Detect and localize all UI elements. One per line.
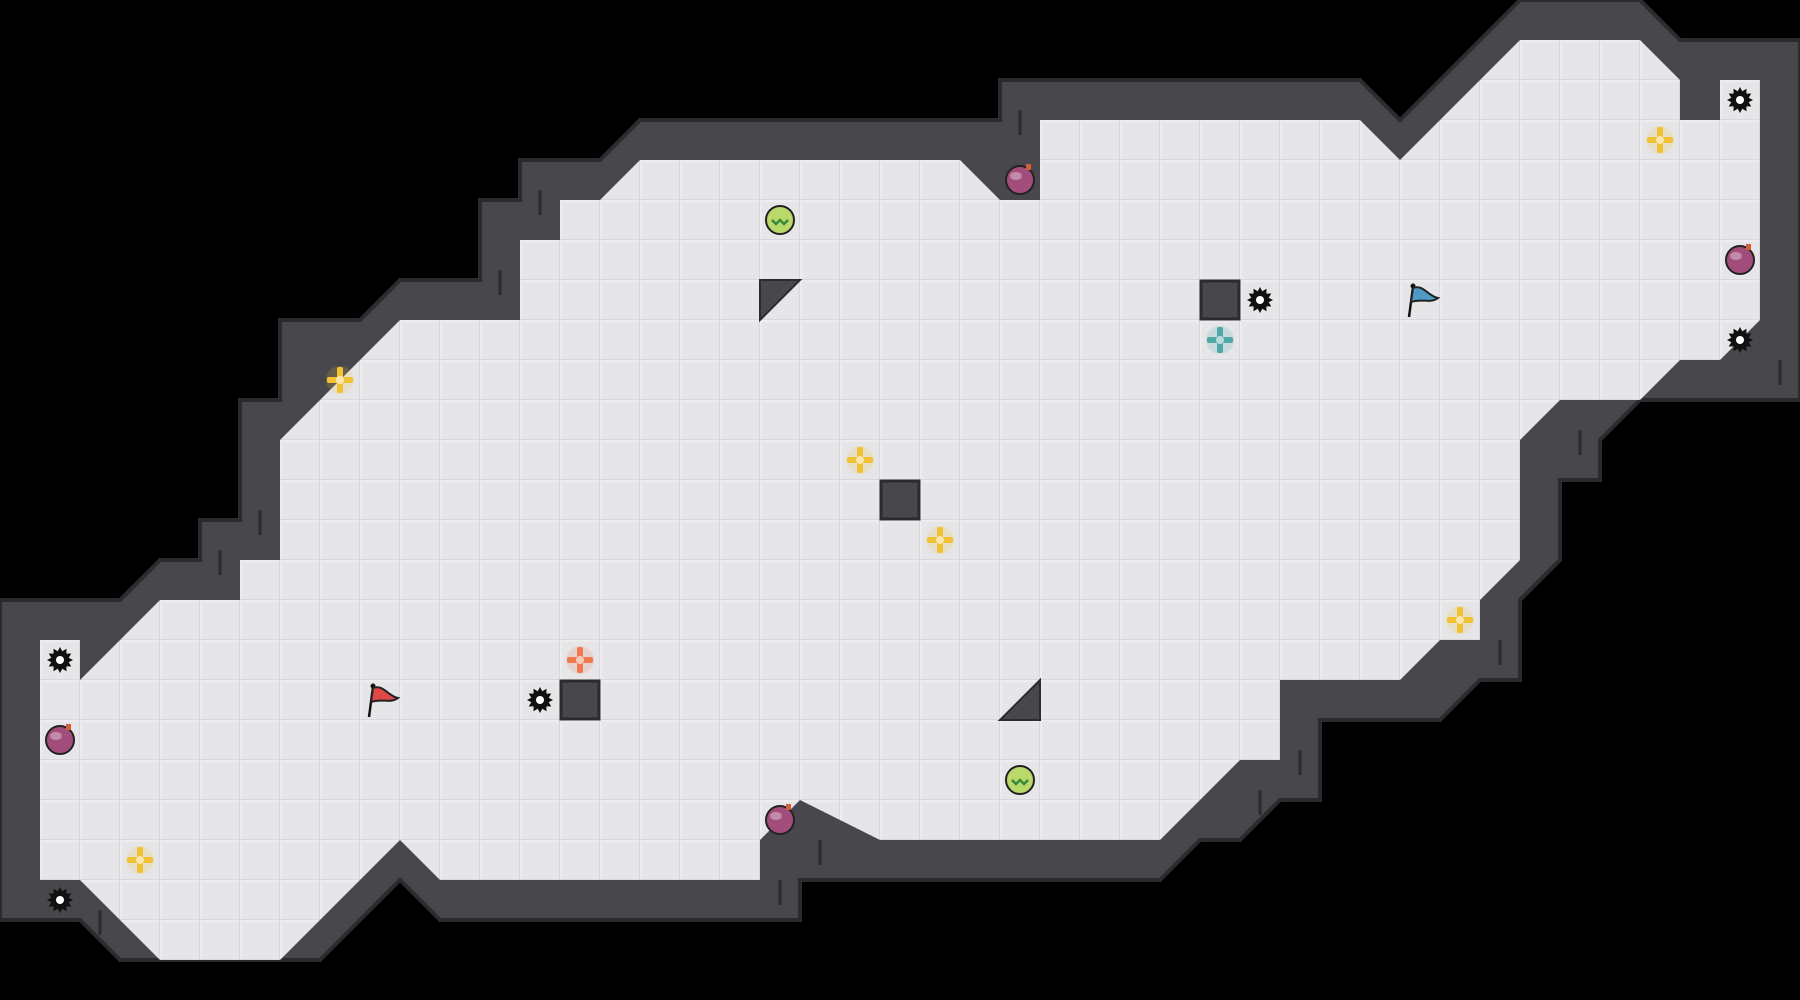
yellow-powerup-icon bbox=[126, 846, 154, 874]
yellow-powerup-icon bbox=[1646, 126, 1674, 154]
spike-icon bbox=[527, 687, 553, 713]
orange-boost-icon bbox=[566, 646, 594, 674]
spike-icon bbox=[1727, 87, 1753, 113]
spike-icon bbox=[47, 647, 73, 673]
bomb-icon bbox=[1725, 244, 1755, 275]
spike-icon bbox=[1247, 287, 1273, 313]
wall-notches bbox=[98, 110, 1782, 935]
yellow-powerup-icon bbox=[1446, 606, 1474, 634]
yellow-powerup-icon bbox=[326, 366, 354, 394]
spike-icon bbox=[47, 887, 73, 913]
yellow-powerup-icon bbox=[846, 446, 874, 474]
wall-block bbox=[559, 679, 601, 721]
red-flag-icon bbox=[367, 683, 401, 718]
bomb-icon bbox=[765, 804, 795, 835]
speed-pad-icon bbox=[1005, 765, 1035, 795]
teal-boost-icon bbox=[1206, 326, 1234, 354]
bomb-icon bbox=[45, 724, 75, 755]
yellow-powerup-icon bbox=[926, 526, 954, 554]
wall-block bbox=[1199, 279, 1241, 321]
wall-block bbox=[879, 479, 921, 521]
speed-pad-icon bbox=[765, 205, 795, 235]
blue-flag-icon bbox=[1407, 283, 1441, 318]
bomb-icon bbox=[1005, 164, 1035, 195]
ramp-tile bbox=[759, 279, 803, 323]
ramp-tile bbox=[997, 677, 1041, 721]
spike-icon bbox=[1727, 327, 1753, 353]
